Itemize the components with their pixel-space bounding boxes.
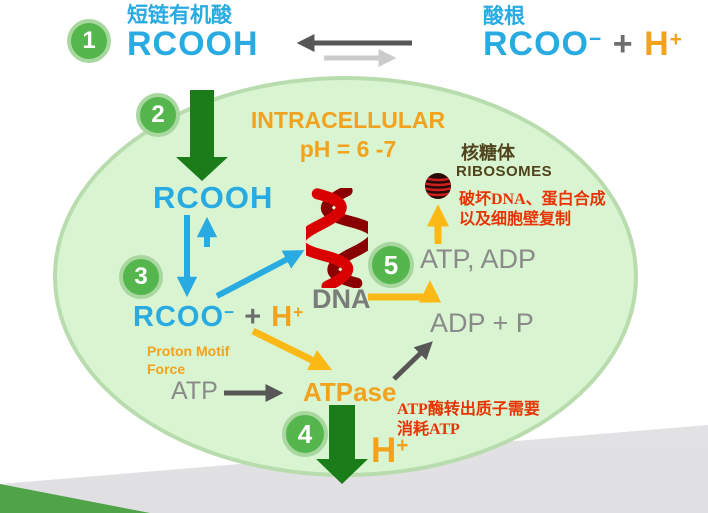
damage-line1: 破坏DNA、蛋白合成 [459,191,606,208]
rcoo-base: RCOO [483,25,589,63]
ribosome-english-label: RIBOSOMES [456,163,553,180]
atpase-note-line1: ATP酶转出质子需要 [397,401,540,418]
ribosome-icon [425,173,451,199]
damage-annotation: 破坏DNA、蛋白合成 以及细胞壁复制 [459,190,629,230]
step-4-number: 4 [297,419,313,449]
dna-label: DNA [312,284,371,314]
damage-line2: 以及细胞壁复制 [459,211,572,228]
h-symbol: H [644,25,670,63]
atpase-label: ATPase [303,377,397,407]
header-right-formula: RCOO− + H+ [483,25,683,63]
dna-helix-icon [306,188,368,288]
cell-h-symbol: H [271,301,294,333]
header-left-chinese-label: 短链有机酸 [127,4,232,27]
intracellular-line1: INTRACELLULAR [250,107,446,133]
cell-rcooh-formula: RCOOH [153,180,274,215]
exported-proton-label: H+ [371,431,409,471]
step-5-badge: 5 [368,242,414,288]
step-1-number: 1 [82,27,96,54]
adp-p-label: ADP + P [430,308,534,338]
cell-h-plus-sup: + [293,302,305,322]
atpase-cost-annotation: ATP酶转出质子需要 消耗ATP [397,400,557,440]
cell-rcoo-minus-sup: − [224,302,236,322]
pmf-line1: Proton Motif [147,343,230,359]
bottom-h-plus-sup: + [396,434,409,457]
h-plus-sup: + [669,28,683,51]
cell-rcoo-formula: RCOO− + H+ [133,301,305,334]
header-left-formula: RCOOH [127,25,259,63]
cell-rcoo-base: RCOO [133,301,224,333]
pmf-line2: Force [147,360,186,377]
step-5-number: 5 [383,250,399,280]
proton-motif-force-label: Proton Motif Force [147,343,257,378]
step-4-badge: 4 [282,411,328,457]
step-1-badge: 1 [67,19,111,63]
plus-sign: + [612,25,634,63]
intracellular-line2: pH = 6 -7 [299,135,397,162]
step-2-number: 2 [151,101,165,128]
step-3-number: 3 [134,263,148,290]
bottom-h-symbol: H [371,431,397,470]
header-right-chinese-label: 酸根 [483,5,525,28]
atp-label: ATP [171,377,218,405]
cell-plus-sign: + [244,301,263,333]
step-3-badge: 3 [119,255,163,299]
intracellular-ph-label: INTRACELLULAR pH = 6 -7 [246,106,450,164]
atpase-note-line2: 消耗ATP [397,421,460,438]
rcoo-minus-sup: − [589,28,603,51]
atp-adp-label: ATP, ADP [420,244,537,274]
ribosome-chinese-label: 核糖体 [461,143,515,163]
step-2-badge: 2 [136,93,180,137]
